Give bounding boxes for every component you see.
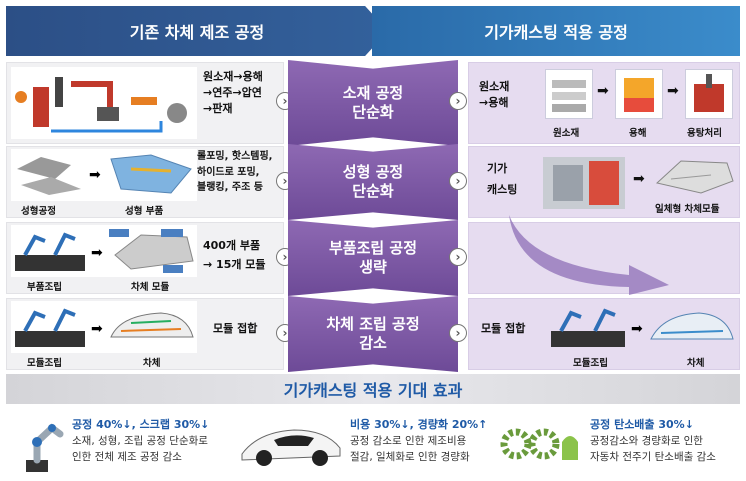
arrow-right-icon: ➡ [667, 83, 679, 99]
robot-arm-icon [12, 410, 68, 476]
row2-center-label: 성형 공정 단순화 [288, 144, 458, 220]
leaf-co2-icon [500, 416, 582, 472]
effect-carbon-headline: 공정 탄소배출 30%↓ [590, 416, 694, 432]
row2-right-panel: 기가 캐스팅 ➡ 일체형 차체모듈 [468, 146, 740, 218]
svg-text:➡: ➡ [89, 167, 101, 183]
caption-part-assembly: 부품조립 [27, 279, 62, 293]
chevron-right-icon: › [449, 248, 467, 266]
row4-center-label: 차체 조립 공정 감소 [288, 296, 458, 372]
caption-car-body: 차체 [143, 355, 160, 369]
caption-forming-process: 성형공정 [21, 203, 56, 217]
effect-cost-headline: 비용 30%↓, 경량화 20%↑ [350, 416, 487, 432]
raw-material-image [545, 69, 593, 119]
unibody-module-icon [651, 153, 737, 197]
caption-melt-treatment: 용탕처리 [687, 125, 722, 139]
caption-melting: 용해 [629, 125, 646, 139]
caption-module-assembly: 모듈조립 [27, 355, 62, 369]
expected-effects-title: 기가캐스팅 적용 기대 효과 [284, 377, 463, 401]
row1-left-process-text: 원소재→용해 →연주→압연 →판재 [203, 69, 263, 117]
row3-center-label: 부품조립 공정 생략 [288, 220, 458, 296]
row4-right-process-text: 모듈 접합 [481, 321, 525, 337]
gigapress-machine-icon [539, 151, 629, 213]
chevron-right-icon: › [449, 92, 467, 110]
caption-body-module: 차체 모듈 [131, 279, 169, 293]
gigacasting-process-header: 기가캐스팅 적용 공정 [372, 6, 740, 56]
row4-left-panel: ➡ 모듈조립 차체 모듈 접합 [6, 298, 284, 370]
row3-left-process-text: 400개 부품 → 15개 모듈 [203, 237, 266, 274]
caption-gigacast-car-body: 차체 [687, 355, 704, 369]
row2-right-process-text: 기가 캐스팅 [487, 159, 517, 201]
row4-right-panel: 모듈 접합 ➡ 모듈조립 차체 [468, 298, 740, 370]
chevron-right-icon: › [449, 324, 467, 342]
svg-text:➡: ➡ [91, 321, 103, 337]
legacy-process-header: 기존 차체 제조 공정 [6, 6, 388, 56]
effect-process-headline: 공정 40%↓, 스크랩 30%↓ [72, 416, 209, 432]
row3-left-panel: ➡ 부품조립 차체 모듈 400개 부품 → 15개 모듈 [6, 222, 284, 294]
effect-process-body: 소재, 성형, 조립 공정 단순화로 인한 전체 제조 공정 감소 [72, 434, 208, 466]
row1-left-panel: 원소재→용해 →연주→압연 →판재 [6, 62, 284, 144]
row1-right-process-text: 원소재 →용해 [479, 79, 509, 111]
melting-image [615, 69, 663, 119]
row1-center-label: 소재 공정 단순화 [288, 60, 458, 146]
row4-left-process-text: 모듈 접합 [213, 321, 257, 337]
row1-right-panel: 원소재 →용해 ➡ ➡ 원소재 용해 용탕처리 [468, 62, 740, 144]
furnace-icon [616, 70, 662, 118]
chevron-right-icon: › [449, 172, 467, 190]
expected-effects-band: 기가캐스팅 적용 기대 효과 [6, 374, 740, 404]
car-icon [238, 418, 344, 470]
caption-gigacast-module-assembly: 모듈조립 [573, 355, 608, 369]
caption-raw-material: 원소재 [553, 125, 579, 139]
gigacast-module-assembly-icon: ➡ [547, 303, 737, 353]
module-assembly-icon: ➡ [11, 301, 197, 353]
effect-carbon-body: 공정감소와 경량화로 인한 자동차 전주기 탄소배출 감소 [590, 434, 716, 466]
ladle-icon [686, 70, 732, 118]
part-assembly-icon: ➡ [11, 225, 197, 277]
row2-left-panel: ➡ 성형공정 성형 부품 롤포밍, 핫스템핑, 하이드로 포밍, 블랭킹, 주조… [6, 146, 284, 218]
skip-arrow-icon [509, 215, 709, 295]
forming-parts-icon: ➡ [11, 149, 197, 201]
effect-cost-body: 공정 감소로 인한 제조비용 절감, 일체화로 인한 경량화 [350, 434, 470, 466]
svg-text:➡: ➡ [631, 321, 643, 337]
molten-metal-image [685, 69, 733, 119]
arrow-right-icon: ➡ [597, 83, 609, 99]
row2-left-process-text: 롤포밍, 핫스템핑, 하이드로 포밍, 블랭킹, 주조 등 [197, 149, 272, 196]
gigacasting-process-title: 기가캐스팅 적용 공정 [484, 19, 628, 43]
ingot-icon [546, 70, 592, 118]
caption-unibody-module: 일체형 차체모듈 [655, 201, 720, 215]
row3-right-panel [468, 222, 740, 294]
arrow-right-icon: ➡ [633, 171, 645, 187]
steel-plant-diagram-icon [11, 67, 197, 139]
svg-text:➡: ➡ [91, 245, 103, 261]
caption-formed-parts: 성형 부품 [125, 203, 163, 217]
legacy-process-title: 기존 차체 제조 공정 [130, 19, 264, 43]
